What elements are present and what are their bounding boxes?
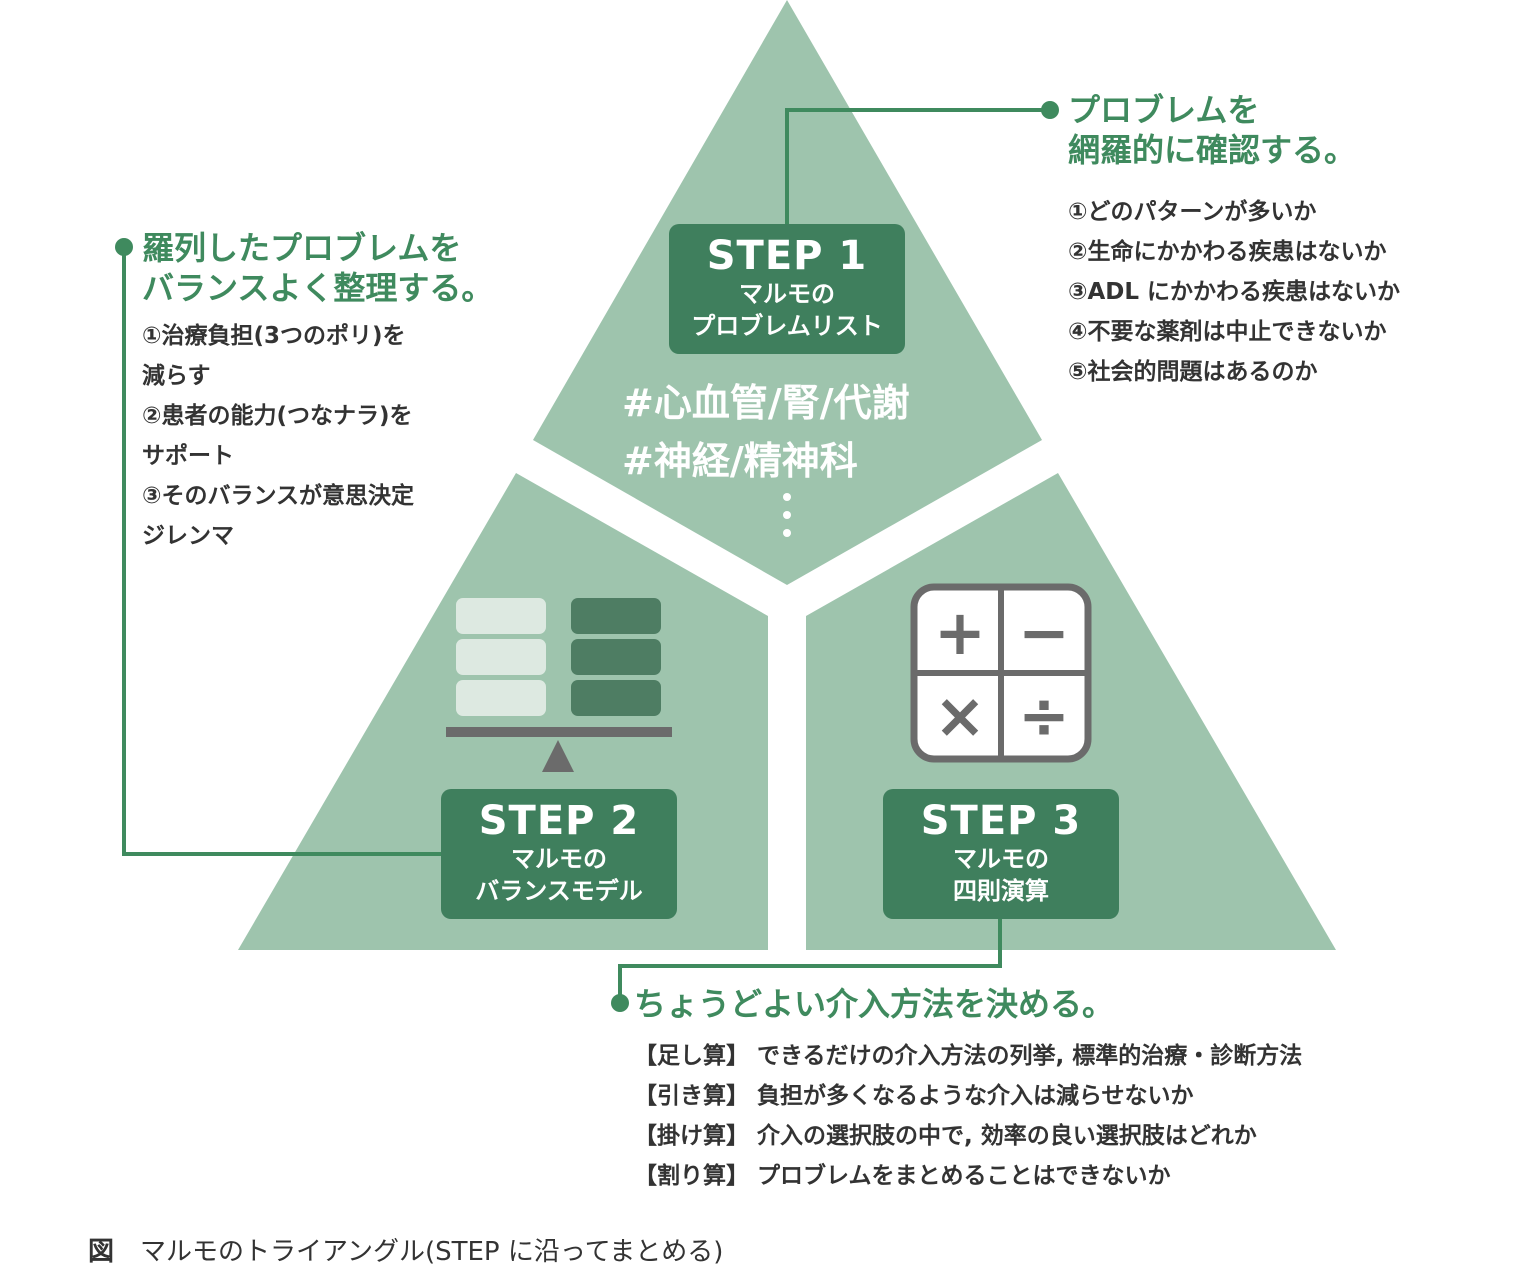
vertical-ellipsis-icon xyxy=(783,493,791,537)
caption-label: 図 xyxy=(88,1237,115,1267)
step3-line2: 四則演算 xyxy=(953,877,1049,905)
list-item-continued: ジレンマ xyxy=(142,523,234,549)
step3-title: STEP 3 xyxy=(920,798,1082,844)
operation-label: 【足し算】 xyxy=(634,1043,749,1069)
calculator-icon xyxy=(910,583,1092,763)
divide-symbol: ÷ xyxy=(1018,679,1070,752)
step2-line1: マルモの xyxy=(511,845,607,873)
list-item: ③そのバランスが意思決定 xyxy=(142,483,415,509)
connector-step1 xyxy=(785,108,1050,228)
step3-heading: ちょうどよい介入方法を決める。 xyxy=(634,985,1115,1023)
list-item: ②患者の能力(つなナラ)を xyxy=(142,403,413,429)
step3-box: STEP 3 マルモの 四則演算 xyxy=(883,789,1119,919)
list-item: ⑤社会的問題はあるのか xyxy=(1068,359,1318,385)
list-item-continued: サポート xyxy=(142,443,234,469)
balance-scale-icon xyxy=(446,598,672,772)
list-item: ③ADL にかかわる疾患はないか xyxy=(1068,279,1401,305)
list-item: 【割り算】 プロブレムをまとめることはできないか xyxy=(634,1156,1302,1196)
list-item: 【引き算】 負担が多くなるような介入は減らせないか xyxy=(634,1076,1302,1116)
operation-label: 【掛け算】 xyxy=(634,1123,749,1149)
step2-heading-line1: 羅列したプロブレムを xyxy=(142,229,462,267)
step1-checklist: ①どのパターンが多いか ②生命にかかわる疾患はないか ③ADL にかかわる疾患は… xyxy=(1068,192,1400,392)
step1-line2: プロブレムリスト xyxy=(691,312,883,340)
caption-text: マルモのトライアングル(STEP に沿ってまとめる) xyxy=(140,1237,724,1267)
list-item: ②生命にかかわる疾患はないか xyxy=(1068,239,1387,265)
tags-line2: #神経/精神科 xyxy=(622,439,858,483)
step3-checklist: 【足し算】 できるだけの介入方法の列挙, 標準的治療・診断方法 【引き算】 負担… xyxy=(634,1036,1302,1196)
step1-heading-line2: 網羅的に確認する。 xyxy=(1068,131,1357,169)
operation-label: 【引き算】 xyxy=(634,1083,749,1109)
connector-step2 xyxy=(122,247,442,856)
plus-symbol: + xyxy=(934,596,986,669)
times-symbol: × xyxy=(934,679,986,752)
list-item: ①治療負担(3つのポリ)を xyxy=(142,323,406,349)
operation-text: 介入の選択肢の中で, 効率の良い選択肢はどれか xyxy=(757,1123,1257,1149)
connector-dot-step3 xyxy=(611,994,629,1012)
step1-heading: プロブレムを 網羅的に確認する。 xyxy=(1068,90,1356,170)
list-item: 【足し算】 できるだけの介入方法の列挙, 標準的治療・診断方法 xyxy=(634,1036,1302,1076)
connector-dot-step2 xyxy=(115,238,133,256)
tags-line1: #心血管/腎/代謝 xyxy=(622,381,910,425)
operation-text: できるだけの介入方法の列挙, 標準的治療・診断方法 xyxy=(757,1043,1303,1069)
step2-heading: 羅列したプロブレムを バランスよく整理する。 xyxy=(142,228,493,308)
step2-heading-line2: バランスよく整理する。 xyxy=(142,269,494,307)
connector-dot-step1 xyxy=(1041,101,1059,119)
step2-checklist: ①治療負担(3つのポリ)を 減らす ②患者の能力(つなナラ)を サポート ③その… xyxy=(142,316,414,556)
list-item: ④不要な薬剤は中止できないか xyxy=(1068,319,1387,345)
step1-line1: マルモの xyxy=(739,280,835,308)
operation-label: 【割り算】 xyxy=(634,1163,749,1189)
list-item: ①どのパターンが多いか xyxy=(1068,199,1317,225)
top-category-tags: #心血管/腎/代謝 #神経/精神科 xyxy=(622,374,910,490)
minus-symbol: − xyxy=(1018,596,1070,669)
operation-text: プロブレムをまとめることはできないか xyxy=(757,1163,1171,1189)
step2-line2: バランスモデル xyxy=(475,877,643,905)
step1-heading-line1: プロブレムを xyxy=(1068,91,1260,129)
step3-line1: マルモの xyxy=(953,845,1049,873)
step2-title: STEP 2 xyxy=(478,798,640,844)
list-item-continued: 減らす xyxy=(142,363,211,389)
list-item: 【掛け算】 介入の選択肢の中で, 効率の良い選択肢はどれか xyxy=(634,1116,1302,1156)
step2-box: STEP 2 マルモの バランスモデル xyxy=(441,789,677,919)
step1-box: STEP 1 マルモの プロブレムリスト xyxy=(669,224,905,354)
step1-title: STEP 1 xyxy=(706,233,868,279)
connector-step3 xyxy=(618,918,1002,1003)
operation-text: 負担が多くなるような介入は減らせないか xyxy=(757,1083,1194,1109)
figure-caption: 図マルモのトライアングル(STEP に沿ってまとめる) xyxy=(88,1236,723,1268)
